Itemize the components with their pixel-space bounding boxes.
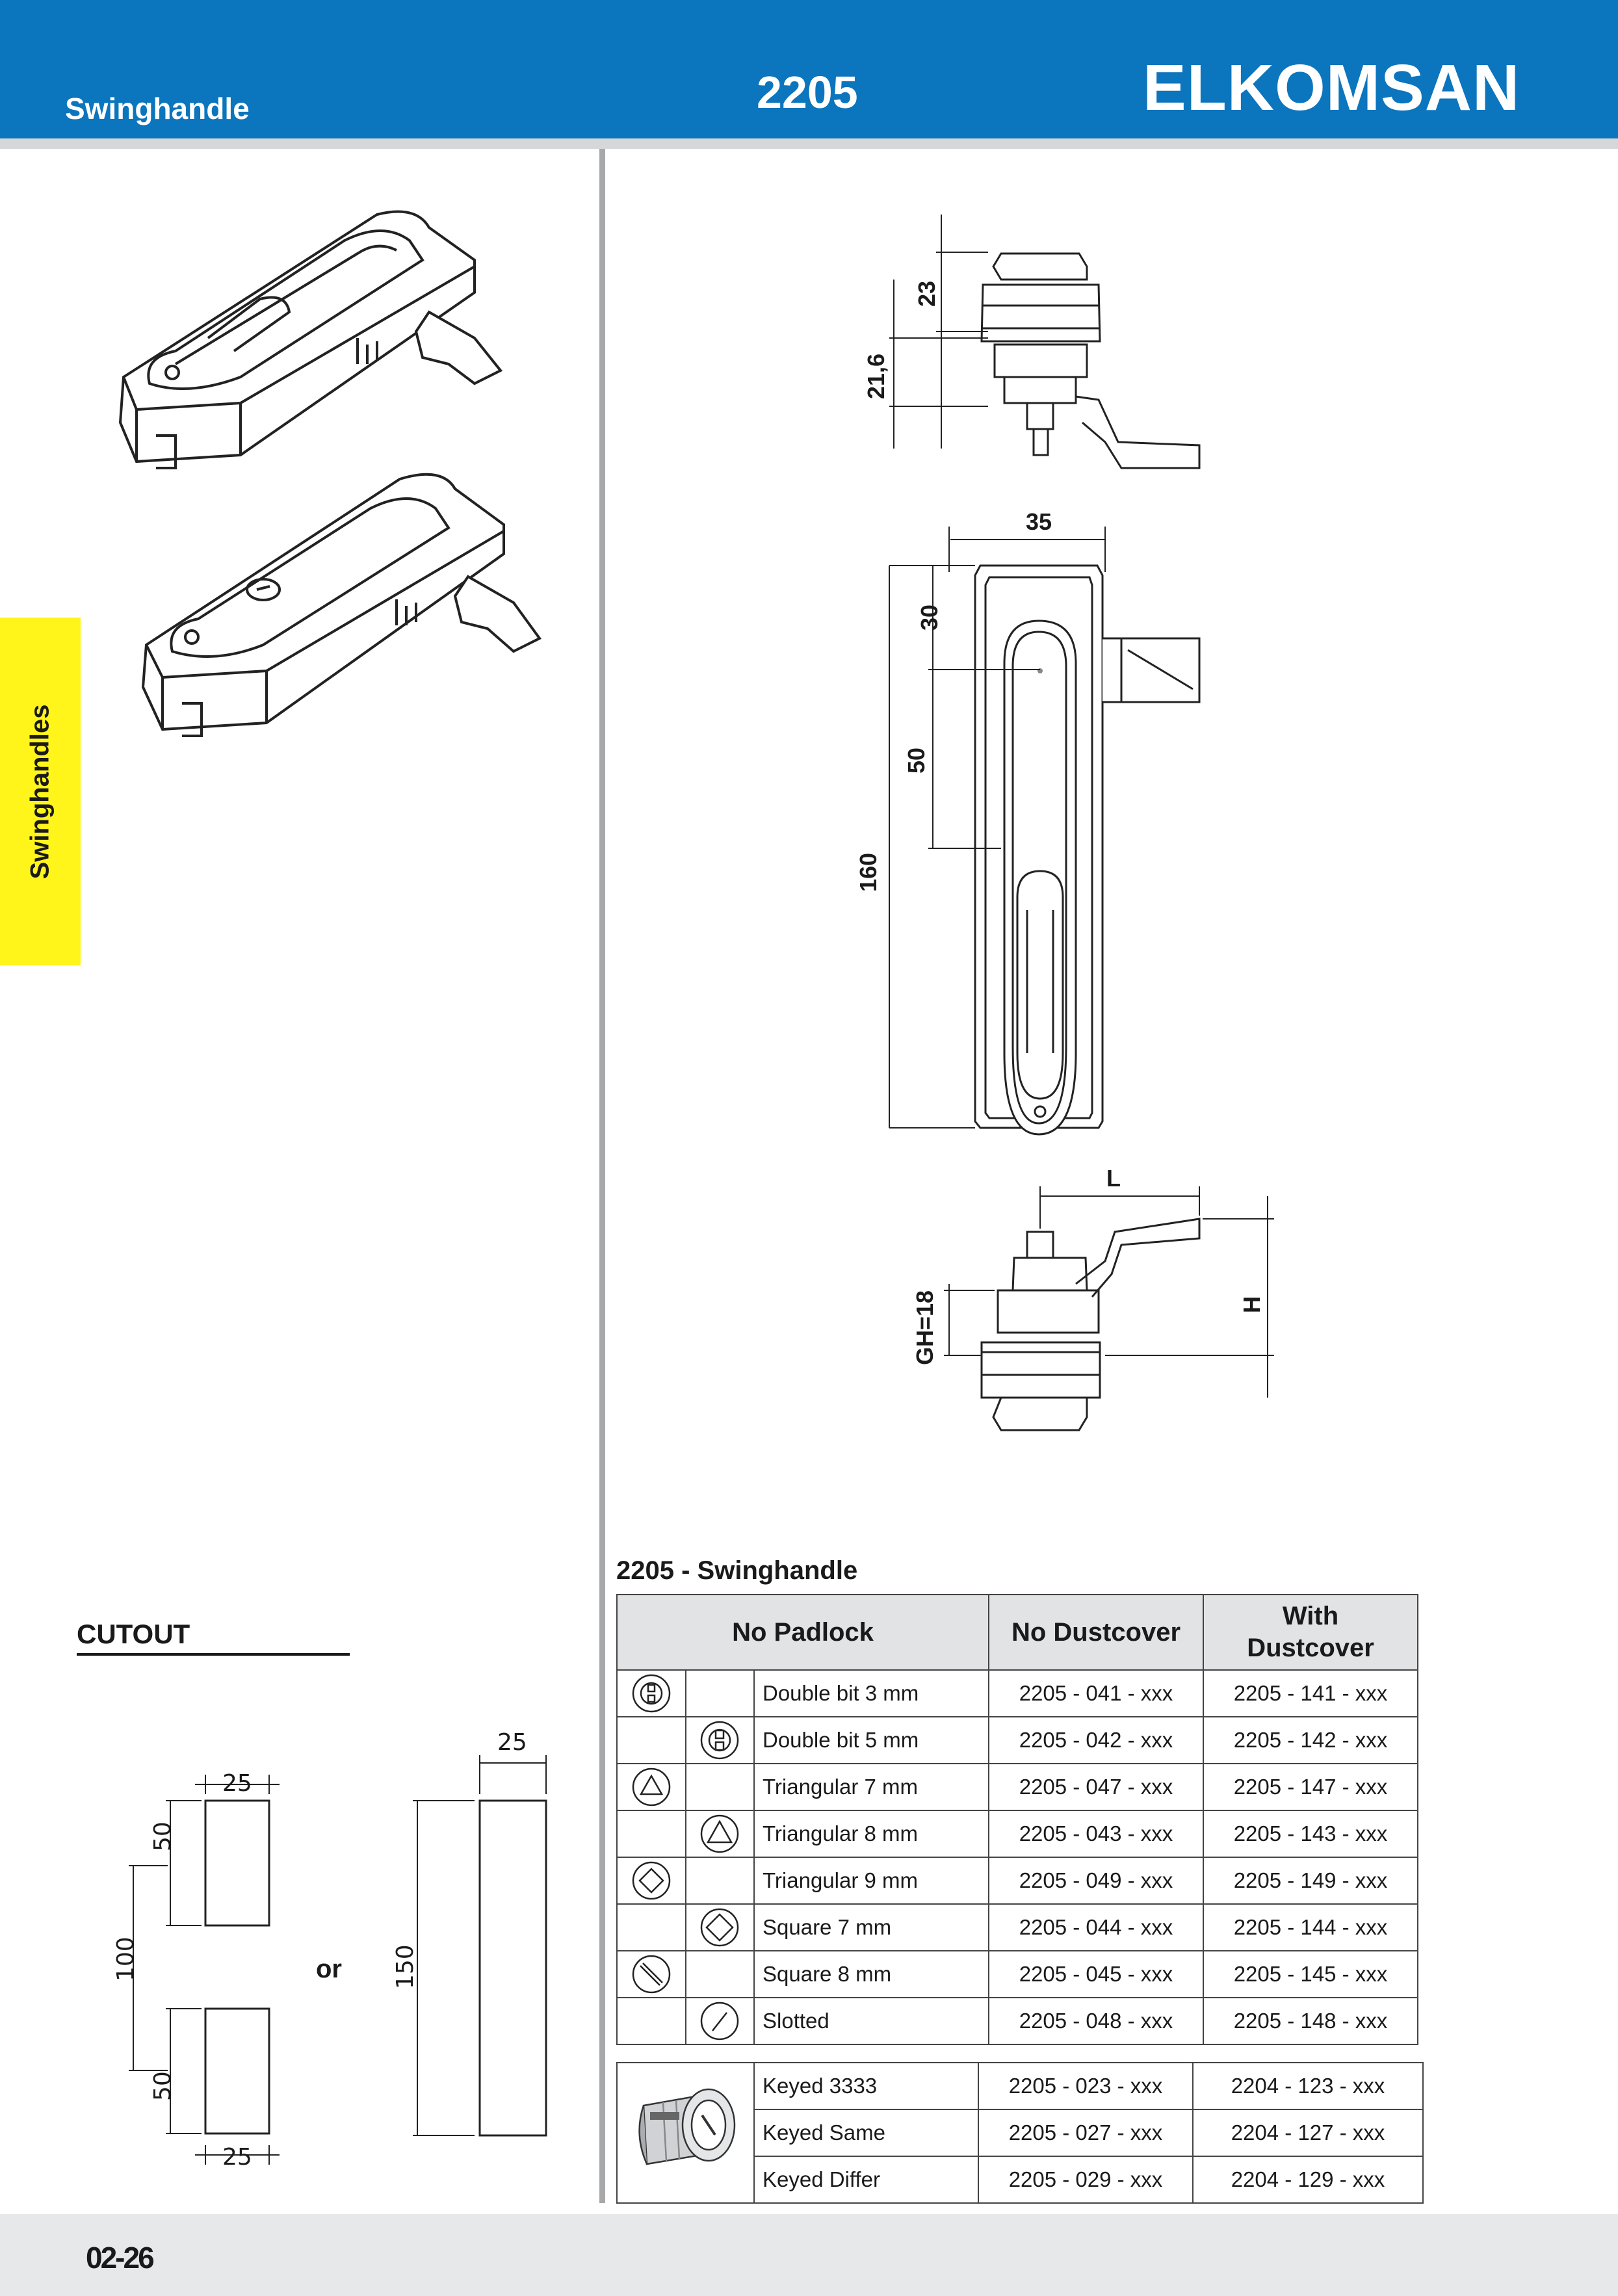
key-cylinder-icon	[638, 2088, 736, 2165]
header-with: With	[1282, 1602, 1339, 1631]
keyed-row-label: Keyed Same	[753, 2109, 979, 2157]
header-bar: Swinghandle 2205 ELKOMSAN	[0, 0, 1618, 138]
keyed-row-with-dustcover: 2204 - 129 - xxx	[1192, 2156, 1424, 2204]
row-with-dustcover: 2205 - 147 - xxx	[1203, 1763, 1418, 1811]
header-dustcover: Dustcover	[1247, 1634, 1374, 1662]
triangle-icon	[701, 1814, 739, 1853]
cutout-height-50-top: 50	[150, 1821, 176, 1851]
keyed-row-with-dustcover: 2204 - 127 - xxx	[1192, 2109, 1424, 2157]
double-bit-icon	[632, 1674, 670, 1713]
row-label: Triangular 7 mm	[753, 1763, 989, 1811]
table-row: Keyed 3333 2205 - 023 - xxx 2204 - 123 -…	[616, 2062, 1424, 2204]
row-with-dustcover: 2205 - 141 - xxx	[1203, 1669, 1418, 1717]
header-subtitle: Swinghandle	[65, 92, 250, 125]
table-row: Triangular 8 mm 2205 - 043 - xxx 2205 - …	[616, 1810, 1418, 1858]
side-tab[interactable]: Swinghandles	[0, 618, 81, 965]
row-label: Triangular 9 mm	[753, 1857, 989, 1905]
cutout-or-label: or	[316, 1955, 342, 1983]
row-with-dustcover: 2205 - 149 - xxx	[1203, 1857, 1418, 1905]
keyed-variants-table: Keyed 3333 2205 - 023 - xxx 2204 - 123 -…	[616, 2062, 1424, 2204]
row-no-dustcover: 2205 - 042 - xxx	[988, 1716, 1204, 1764]
row-with-dustcover: 2205 - 143 - xxx	[1203, 1810, 1418, 1858]
cutout-width-right: 25	[497, 1729, 527, 1756]
row-label: Double bit 3 mm	[753, 1669, 989, 1717]
keyed-row-label: Keyed 3333	[753, 2062, 979, 2110]
footer-bar: 02-26	[0, 2214, 1618, 2296]
row-no-dustcover: 2205 - 049 - xxx	[988, 1857, 1204, 1905]
dim-23: 23	[913, 281, 940, 307]
row-with-dustcover: 2205 - 142 - xxx	[1203, 1716, 1418, 1764]
dim-30: 30	[916, 605, 943, 631]
row-label: Square 8 mm	[753, 1950, 989, 1998]
row-no-dustcover: 2205 - 041 - xxx	[988, 1669, 1204, 1717]
dim-160: 160	[855, 853, 881, 892]
table-row: Triangular 7 mm 2205 - 047 - xxx 2205 - …	[616, 1763, 1418, 1811]
cutout-width-top: 25	[222, 1770, 252, 1797]
row-label: Triangular 8 mm	[753, 1810, 989, 1858]
table-row: Triangular 9 mm 2205 - 049 - xxx 2205 - …	[616, 1857, 1418, 1905]
table-row: Square 8 mm 2205 - 045 - xxx 2205 - 145 …	[616, 1950, 1418, 1998]
table-title: 2205 - Swinghandle	[616, 1556, 858, 1585]
cutout-underline	[77, 1653, 350, 1656]
header-no-padlock: No Padlock	[616, 1594, 989, 1671]
slotted-icon	[632, 1955, 670, 1994]
header-divider	[0, 138, 1618, 149]
row-label: Double bit 5 mm	[753, 1716, 989, 1764]
triangle-icon	[632, 1768, 670, 1807]
handle-perspective-image-2	[141, 473, 542, 737]
row-with-dustcover: 2205 - 148 - xxx	[1203, 1997, 1418, 2045]
keyed-row-no-dustcover: 2205 - 027 - xxx	[978, 2109, 1194, 2157]
table-row: Double bit 5 mm 2205 - 042 - xxx 2205 - …	[616, 1716, 1418, 1764]
cutout-height-100: 100	[112, 1937, 139, 1981]
table-row: Square 7 mm 2205 - 044 - xxx 2205 - 144 …	[616, 1903, 1418, 1951]
row-label: Square 7 mm	[753, 1903, 989, 1951]
row-no-dustcover: 2205 - 045 - xxx	[988, 1950, 1204, 1998]
square-icon	[701, 1908, 739, 1947]
column-divider	[599, 149, 605, 2203]
double-bit-icon	[701, 1721, 739, 1760]
row-no-dustcover: 2205 - 044 - xxx	[988, 1903, 1204, 1951]
keyed-row-with-dustcover: 2204 - 123 - xxx	[1192, 2062, 1424, 2110]
keyed-row-no-dustcover: 2205 - 029 - xxx	[978, 2156, 1194, 2204]
cutout-width-bottom: 25	[222, 2144, 252, 2171]
row-with-dustcover: 2205 - 145 - xxx	[1203, 1950, 1418, 1998]
dim-GH: GH=18	[911, 1290, 938, 1365]
page-number: 02-26	[86, 2241, 155, 2275]
header-model: 2205	[757, 67, 858, 118]
dim-35: 35	[1026, 508, 1052, 535]
cutout-height-50-bottom: 50	[150, 2071, 176, 2101]
dim-50: 50	[903, 748, 930, 774]
dim-21-6: 21,6	[863, 354, 889, 399]
dim-H: H	[1238, 1296, 1265, 1313]
row-no-dustcover: 2205 - 043 - xxx	[988, 1810, 1204, 1858]
row-with-dustcover: 2205 - 144 - xxx	[1203, 1903, 1418, 1951]
keyed-row-no-dustcover: 2205 - 023 - xxx	[978, 2062, 1194, 2110]
variants-table: No Padlock No Dustcover With Dustcover D…	[616, 1594, 1418, 2045]
cutout-title: CUTOUT	[77, 1619, 190, 1649]
handle-perspective-image-1	[118, 210, 503, 469]
header-with-dustcover: With Dustcover	[1203, 1594, 1418, 1671]
dim-L: L	[1106, 1165, 1121, 1192]
row-no-dustcover: 2205 - 048 - xxx	[988, 1997, 1204, 2045]
row-label: Slotted	[753, 1997, 989, 2045]
header-no-dustcover: No Dustcover	[988, 1594, 1204, 1671]
square-icon	[632, 1861, 670, 1900]
slotted-icon	[701, 2002, 739, 2041]
cutout-height-150: 150	[392, 1944, 419, 1989]
table-row: Keyed Same 2205 - 027 - xxx 2204 - 127 -…	[617, 2109, 1424, 2157]
table-row: Double bit 3 mm 2205 - 041 - xxx 2205 - …	[616, 1669, 1418, 1717]
table-row: Keyed Differ 2205 - 029 - xxx 2204 - 129…	[617, 2156, 1424, 2204]
table-row: Slotted 2205 - 048 - xxx 2205 - 148 - xx…	[616, 1997, 1418, 2045]
row-no-dustcover: 2205 - 047 - xxx	[988, 1763, 1204, 1811]
brand-logo: ELKOMSAN	[1143, 51, 1520, 124]
keyed-row-label: Keyed Differ	[753, 2156, 979, 2204]
